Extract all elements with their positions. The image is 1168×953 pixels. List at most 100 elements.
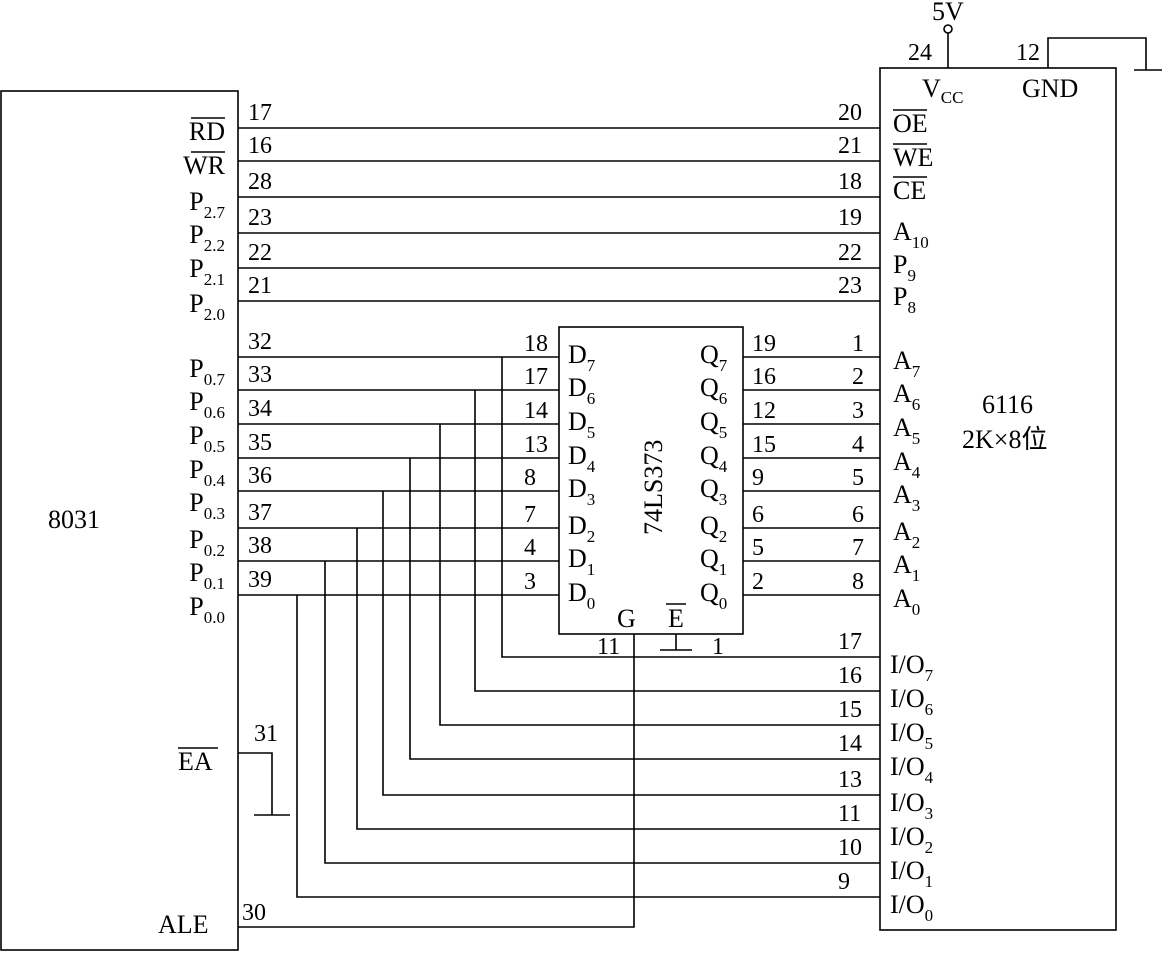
- latch-d-label-5: D2: [568, 511, 595, 546]
- vcc-connection: 5V 24 VCC: [908, 0, 964, 107]
- ale-label: ALE: [158, 910, 209, 939]
- mcu-pin-21: 21: [248, 273, 272, 299]
- io-branch-4: [382, 491, 880, 796]
- ram-io-pin-1: 16: [838, 663, 862, 689]
- latch-d-label-1: D6: [568, 373, 595, 408]
- ram-addr-signal-5: A2: [893, 517, 920, 552]
- latch-q-label-5: Q2: [700, 511, 727, 546]
- ram-name: 6116: [982, 390, 1033, 419]
- mcu-port0-signal-1: P0.6: [189, 387, 225, 422]
- ram-io-signal-2: I/O5: [890, 718, 933, 753]
- io-branch-6: [324, 561, 880, 864]
- mcu-pin-33: 33: [248, 362, 272, 388]
- mcu-port0-signal-7: P0.0: [189, 592, 225, 627]
- latch-e-pin: 1: [712, 634, 724, 660]
- latch-d-pin-0: 18: [524, 331, 548, 357]
- latch-d-pin-3: 13: [524, 432, 548, 458]
- ram-ctrl-signal-5: P8: [893, 282, 916, 317]
- mcu-signal-0: RD: [189, 117, 225, 146]
- ram-addr-signal-4: A3: [893, 480, 920, 515]
- vcc-pin-number: 24: [908, 40, 932, 66]
- ram-addr-signal-1: A6: [893, 379, 920, 414]
- mcu-port0-signal-6: P0.1: [189, 558, 225, 593]
- mcu-signal-2: P2.7: [189, 187, 225, 222]
- latch-q-label-2: Q5: [700, 407, 727, 442]
- ea-pin-number: 31: [254, 721, 278, 747]
- mcu-pin-22: 22: [248, 240, 272, 266]
- latch-g-label: G: [617, 604, 636, 633]
- ram-pin-20: 20: [838, 100, 862, 126]
- ram-6116-body: [879, 67, 1117, 931]
- latch-d-pin-7: 3: [524, 569, 536, 595]
- ram-io-signal-3: I/O4: [890, 752, 934, 787]
- ram-io-signal-0: I/O7: [890, 650, 934, 685]
- latch-d-pin-2: 14: [524, 398, 548, 424]
- ram-io-pin-3: 14: [838, 731, 862, 757]
- io-branch-3: [409, 458, 880, 760]
- mcu-pin-36: 36: [248, 463, 272, 489]
- ram-io-pin-6: 10: [838, 835, 862, 861]
- ram-pin-23: 23: [838, 273, 862, 299]
- latch-q-label-1: Q6: [700, 373, 727, 408]
- latch-74ls373-body: [558, 326, 744, 635]
- mcu-pin-16: 16: [248, 133, 272, 159]
- vcc-value: 5V: [932, 0, 964, 26]
- latch-q-label-6: Q1: [700, 544, 727, 579]
- latch-q-pin-6: 5: [752, 535, 764, 561]
- ram-io-signal-7: I/O0: [890, 890, 933, 925]
- mcu-port0-signal-0: P0.7: [189, 354, 225, 389]
- mcu-signal-5: P2.0: [189, 289, 225, 324]
- ram-io-pin-2: 15: [838, 697, 862, 723]
- ram-io-signal-5: I/O2: [890, 822, 933, 857]
- ram-addr-pin-0: 1: [852, 331, 864, 357]
- latch-g-pin: 11: [597, 634, 620, 660]
- ram-addr-pin-6: 7: [852, 535, 864, 561]
- ram-ctrl-signal-2: CE: [893, 176, 926, 205]
- latch-q-label-7: Q0: [700, 578, 727, 613]
- mcu-port0-signal-5: P0.2: [189, 525, 225, 560]
- latch-q-label-0: Q7: [700, 340, 728, 375]
- ram-addr-signal-3: A4: [893, 447, 921, 482]
- ea-label: EA: [178, 747, 213, 776]
- latch-d-label-0: D7: [568, 340, 596, 375]
- gnd-label: GND: [1022, 74, 1078, 103]
- ram-ctrl-signal-1: WE: [893, 143, 933, 172]
- ram-addr-pin-2: 3: [852, 398, 864, 424]
- ram-ctrl-signal-4: P9: [893, 250, 916, 285]
- latch-d-pin-1: 17: [524, 364, 548, 390]
- gnd-connection: 12 GND: [1016, 37, 1162, 103]
- latch-d-label-2: D5: [568, 407, 595, 442]
- mcu-pin-34: 34: [248, 396, 272, 422]
- ram-pin-19: 19: [838, 205, 862, 231]
- mcu-port0-signal-2: P0.5: [189, 421, 225, 456]
- ram-pin-22: 22: [838, 240, 862, 266]
- ram-addr-pin-3: 4: [852, 432, 864, 458]
- io-branch-5: [356, 528, 880, 830]
- ale-pin-number: 30: [242, 900, 266, 926]
- latch-d-label-4: D3: [568, 474, 595, 509]
- mcu-pin-39: 39: [248, 567, 272, 593]
- mcu-pin-32: 32: [248, 329, 272, 355]
- mcu-pin-28: 28: [248, 169, 272, 195]
- latch-e-label: E: [668, 604, 684, 633]
- vcc-terminal: [943, 24, 953, 34]
- ram-pin-21: 21: [838, 133, 862, 159]
- ram-addr-pin-5: 6: [852, 502, 864, 528]
- ram-addr-pin-4: 5: [852, 465, 864, 491]
- gnd-pin-number: 12: [1016, 40, 1040, 66]
- ram-pin-18: 18: [838, 169, 862, 195]
- ram-ctrl-signal-3: A10: [893, 217, 929, 252]
- ale-connection: ALE 30: [158, 634, 635, 939]
- latch-q-pin-3: 15: [752, 432, 776, 458]
- ram-io-signal-6: I/O1: [890, 856, 933, 891]
- ram-addr-signal-0: A7: [893, 346, 921, 381]
- ram-addr-signal-6: A1: [893, 550, 920, 585]
- ram-io-pin-0: 17: [838, 629, 862, 655]
- latch-d-pin-6: 4: [524, 535, 536, 561]
- ram-io-pin-5: 11: [838, 801, 861, 827]
- mcu-signal-1: WR: [183, 151, 226, 180]
- io-branch-2: [439, 424, 880, 726]
- ram-description: 2K×8位: [962, 425, 1047, 454]
- ram-io-pin-4: 13: [838, 767, 862, 793]
